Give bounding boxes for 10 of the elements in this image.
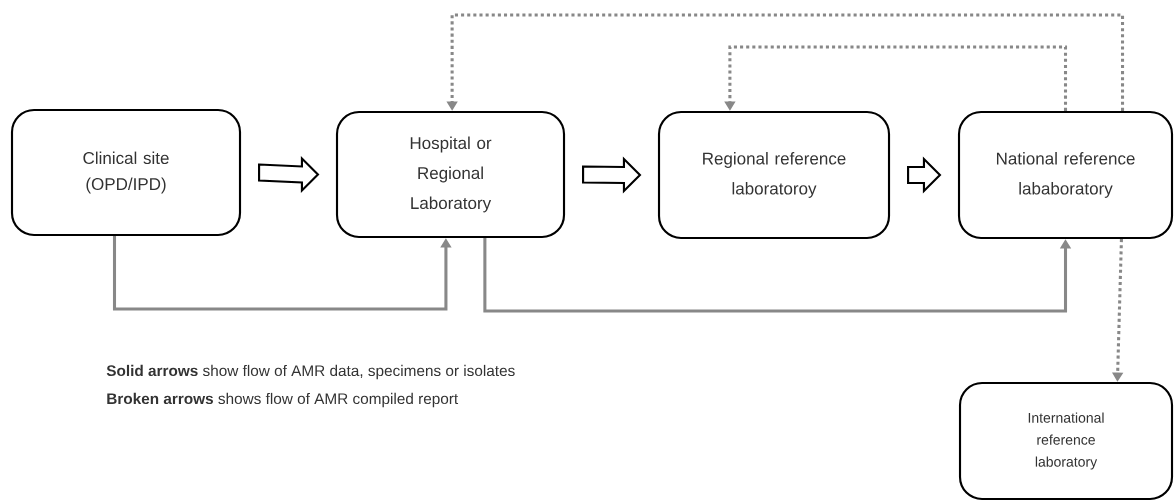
process-box: Regional reference laboratoroy [657, 110, 891, 240]
legend-note: Solid arrows show flow of AMR data, specimens or isolates [106, 364, 515, 380]
block-arrow [582, 156, 642, 194]
process-box: National reference lababoratory [957, 110, 1174, 240]
block-arrow [907, 156, 942, 194]
process-box: Clinical site (OPD/IPD) [10, 108, 242, 237]
block-arrow [258, 155, 320, 194]
legend-note: Broken arrows shows flow of AMR compiled report [107, 392, 459, 408]
process-box: Hospital or Regional Laboratory [335, 110, 566, 239]
process-box: International reference laboratory [958, 381, 1174, 501]
